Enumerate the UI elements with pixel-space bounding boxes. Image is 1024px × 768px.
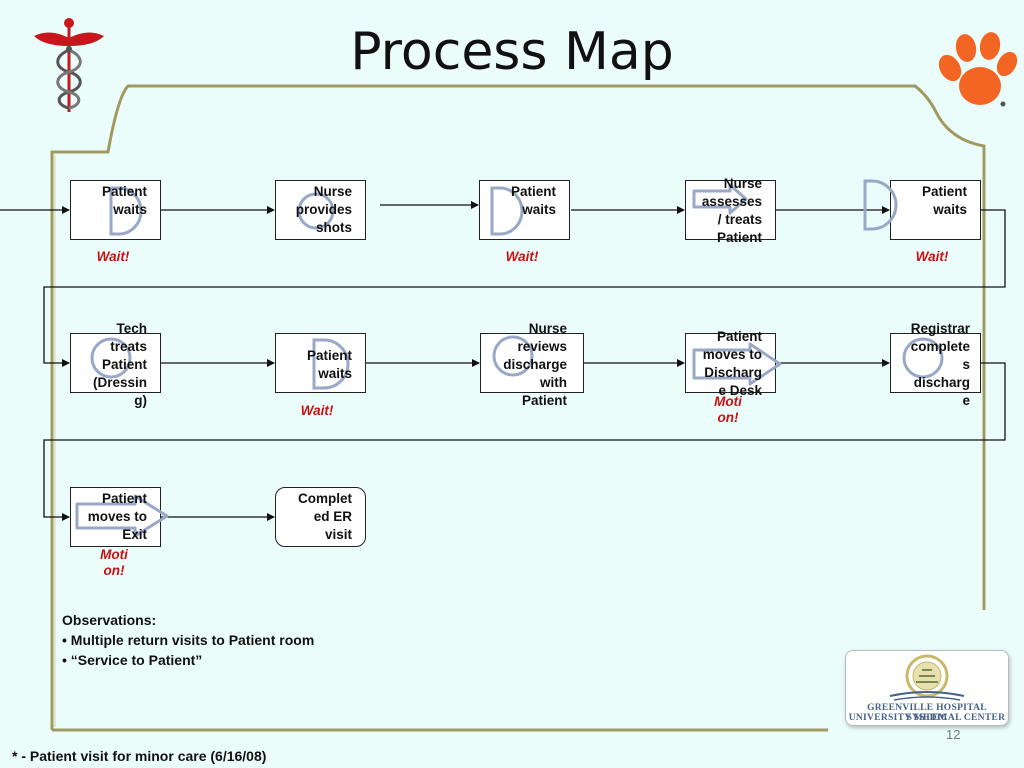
process-step-patient-waits: Patient waits <box>479 180 570 240</box>
page-number: 12 <box>946 727 961 742</box>
step-label: Registrar complete s discharg e <box>910 321 970 408</box>
page-title: Process Map <box>350 22 674 82</box>
step-label: Complet ed ER visit <box>298 491 352 542</box>
process-step-patient-waits: Patient waits <box>275 333 366 393</box>
step-label: Nurse reviews discharge with Patient <box>503 321 567 408</box>
step-label: Nurse provides shots <box>295 184 352 235</box>
wait-note: Wait! <box>300 403 334 418</box>
process-step-nurse-assesses: Nurse assesses / treats Patient <box>685 176 776 245</box>
observations: Observations: • Multiple return visits t… <box>62 612 314 672</box>
flow-wrap-connector <box>43 209 1006 367</box>
process-step-patient-moves-to-discharge: Patient moves to Discharg e Desk <box>685 329 782 398</box>
flow-wrap-connector <box>43 362 1006 521</box>
observation-item: • “Service to Patient” <box>62 652 203 668</box>
wait-d-shape-icon <box>863 179 898 231</box>
step-label: Patient waits <box>306 348 352 381</box>
tiger-paw-icon <box>938 32 1018 107</box>
hospital-logo: GREENVILLE HOSPITAL SYSTEM UNIVERSITY ME… <box>845 650 1009 726</box>
step-label: Patient waits <box>510 184 556 217</box>
observations-heading: Observations: <box>62 612 157 628</box>
step-label: Patient moves to Discharg e Desk <box>702 329 762 398</box>
footer-note: * - Patient visit for minor care (6/16/0… <box>12 748 267 764</box>
wait-note: Wait! <box>915 249 949 264</box>
process-step-patient-waits: Patient waits <box>70 180 161 240</box>
caduceus-icon <box>34 18 104 112</box>
process-step-registrar-completes-discharge: Registrar complete s discharg e <box>890 321 981 408</box>
operation-circle-icon <box>902 337 944 379</box>
step-label: Patient moves to Exit <box>87 491 147 542</box>
operation-circle-icon <box>297 192 335 230</box>
hospital-seal-icon <box>889 654 965 701</box>
wait-d-shape-icon <box>109 186 143 236</box>
step-label: Tech treats Patient (Dressin g) <box>92 321 147 408</box>
logo-line-2: UNIVERSITY MEDICAL CENTER <box>848 713 1006 723</box>
step-label: Nurse assesses / treats Patient <box>701 176 762 245</box>
process-end-completed-er-visit: Complet ed ER visit <box>275 487 366 547</box>
transport-arrow-icon <box>75 494 169 538</box>
observation-item: • Multiple return visits to Patient room <box>62 632 315 648</box>
wait-d-shape-icon <box>312 338 350 390</box>
step-label: Patient waits <box>921 184 967 217</box>
transport-arrow-icon <box>692 342 782 386</box>
transport-arrow-icon <box>692 183 748 215</box>
logo-line-1: GREENVILLE HOSPITAL SYSTEM <box>867 703 987 723</box>
process-step-tech-treats-patient: Tech treats Patient (Dressin g) <box>70 321 161 408</box>
operation-circle-icon <box>492 335 534 377</box>
wait-note: Wait! <box>96 249 130 264</box>
process-step-patient-waits: Patient waits <box>890 180 981 240</box>
wait-note: Wait! <box>505 249 539 264</box>
process-step-patient-moves-to-exit: Patient moves to Exit <box>70 487 169 547</box>
motion-note: Moti on! <box>714 394 742 425</box>
step-label: Patient waits <box>101 184 147 217</box>
process-step-nurse-reviews-discharge: Nurse reviews discharge with Patient <box>480 321 584 408</box>
motion-note: Moti on! <box>100 547 128 578</box>
operation-circle-icon <box>90 337 132 379</box>
process-step-nurse-provides-shots: Nurse provides shots <box>275 180 366 240</box>
wait-d-shape-icon <box>490 186 524 236</box>
